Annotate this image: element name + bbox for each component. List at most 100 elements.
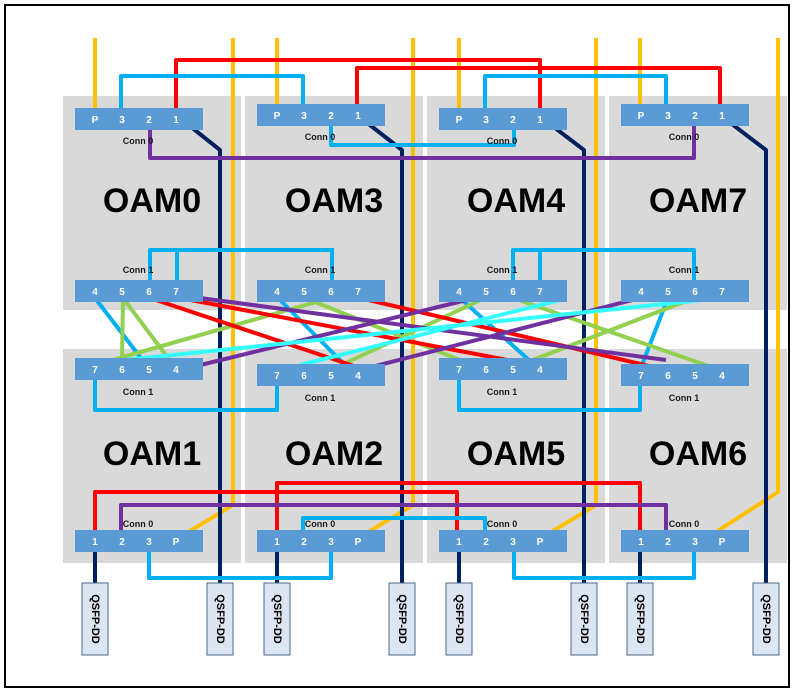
gold-link [714,38,780,534]
port-number: 4 [719,371,725,382]
qsfp-dd-transceiver: QSFP-DD [626,582,654,656]
oam-module-label: OAM4 [467,182,565,220]
connector-port-bar [257,364,385,386]
red-link [359,296,667,372]
connector-port-bar [75,530,203,552]
port-number: 2 [510,115,516,126]
light-blue-link [511,248,696,285]
port-number: P [355,537,362,548]
qsfp-dd-transceiver: QSFP-DD [81,582,109,656]
purple-link [179,296,476,372]
connector-port-bar [439,108,567,130]
qsfp-dd-label: QSFP-DD [271,594,283,644]
connector-label: Conn 1 [123,387,154,397]
connector-label: Conn 0 [669,132,700,142]
qsfp-dd-label: QSFP-DD [578,594,590,644]
connector-label: Conn 1 [669,265,700,275]
port-number: 6 [692,287,698,298]
port-number: P [456,115,463,126]
port-number: 5 [483,287,489,298]
port-number: 1 [456,537,462,548]
cyan-link [124,296,723,362]
port-number: 1 [92,537,98,548]
purple-link [148,112,696,160]
connector-label: Conn 1 [487,387,518,397]
port-number: P [638,111,645,122]
port-number: 2 [665,537,671,548]
qsfp-dd-transceiver: QSFP-DD [752,582,780,656]
qsfp-dd-label: QSFP-DD [396,594,408,644]
connector-port-bar [75,108,203,130]
oam-module-top [609,96,787,310]
connector-port-bar [621,280,749,302]
oam-module-label: OAM6 [649,435,747,473]
port-number: 3 [483,115,489,126]
port-number: 4 [638,287,644,298]
port-number: 3 [146,537,152,548]
cyan-link [299,298,561,367]
connector-port-bar [257,104,385,126]
qsfp-dd-box [263,582,291,656]
oam-module-label: OAM3 [285,182,383,220]
red-link [355,66,722,112]
port-number: 5 [146,365,152,376]
qsfp-dd-label: QSFP-DD [453,594,465,644]
port-number: 7 [92,365,98,376]
green-link [511,296,695,370]
port-number: 5 [328,371,334,382]
connector-port-bar [621,104,749,126]
oam-module-bottom [63,349,241,563]
connector-port-bar [621,530,749,552]
port-number: 5 [692,371,698,382]
port-number: 2 [328,111,334,122]
oam-module-label: OAM7 [649,182,747,220]
connector-port-bar [439,530,567,552]
red-link [174,58,542,112]
light-blue-link [301,516,487,530]
qsfp-dd-box [626,582,654,656]
connector-port-bar [621,364,749,386]
port-bars-layer [75,104,749,552]
port-number: 7 [274,371,280,382]
port-number: 2 [483,537,489,548]
port-number: 1 [173,115,179,126]
green-link [334,296,486,370]
connector-label: Conn 1 [305,265,336,275]
light-blue-link [119,74,305,110]
connector-port-bar [439,358,567,380]
port-number: 3 [328,537,334,548]
light-blue-link [483,74,668,112]
port-number: P [92,115,99,126]
port-number: 3 [301,111,307,122]
port-number: 3 [510,537,516,548]
qsfp-dd-box [445,582,473,656]
port-number: P [719,537,726,548]
connector-port-bar [439,280,567,302]
port-number: 6 [665,371,671,382]
connector-label: Conn 1 [487,265,518,275]
port-number: 5 [301,287,307,298]
light-blue-link [148,248,334,285]
qsfp-dd-transceiver: QSFP-DD [445,582,473,656]
green-link [120,297,125,361]
light-blue-link [457,370,642,412]
qsfp-dd-transceiver: QSFP-DD [388,582,416,656]
port-number: 1 [638,537,644,548]
qsfp-dd-box [570,582,598,656]
connector-label: Conn 0 [487,519,518,529]
qsfp-dd-transceiver: QSFP-DD [206,582,234,656]
port-number: 4 [92,287,98,298]
connector-label: Conn 0 [669,519,700,529]
port-number: 4 [274,287,280,298]
diagram-frame [4,4,790,688]
light-blue-link [512,540,696,580]
links-layer [93,38,780,590]
port-number: 6 [510,287,516,298]
port-number: 2 [119,537,125,548]
port-number: 7 [537,287,543,298]
port-number: 3 [692,537,698,548]
qsfp-dd-box [206,582,234,656]
port-number: 1 [274,537,280,548]
purple-link [119,503,668,530]
